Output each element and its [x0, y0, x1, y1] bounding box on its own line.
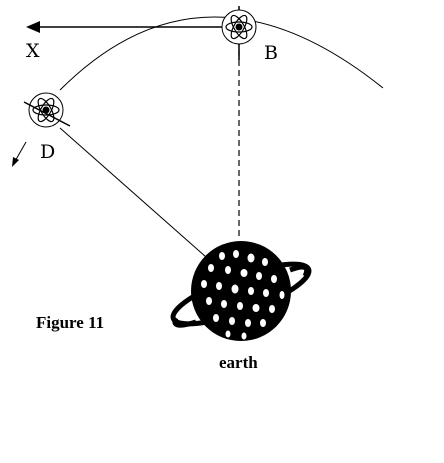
x-arrowhead [26, 21, 40, 33]
d-arrowhead [12, 157, 19, 167]
earth-ringed-planet-icon [170, 241, 312, 341]
planet-label: earth [219, 353, 258, 372]
figure-caption: Figure 11 [36, 313, 104, 332]
satellite-d-atom-icon [23, 92, 71, 128]
orbit-arc [59, 16, 384, 91]
satellite-b-atom-icon [221, 9, 257, 45]
line-d-to-earth [59, 127, 207, 258]
label-d: D [40, 141, 55, 163]
label-x: X [26, 40, 40, 62]
label-b: B [264, 42, 278, 64]
